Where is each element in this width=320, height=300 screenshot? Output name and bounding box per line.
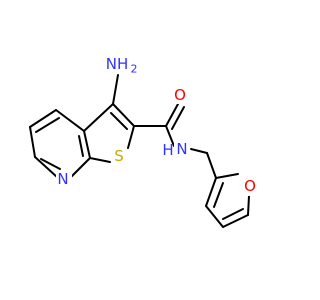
bond	[70, 157, 91, 178]
bond	[78, 135, 84, 157]
bond	[247, 195, 250, 216]
bond	[89, 157, 111, 163]
bond	[112, 74, 119, 105]
bond	[222, 214, 249, 228]
carbonyl-oxygen-label: O	[174, 86, 186, 104]
bond	[83, 130, 91, 159]
bond	[110, 112, 128, 130]
bond	[171, 106, 185, 130]
bond	[83, 103, 114, 132]
sulfur-label: S	[114, 147, 124, 165]
amide-hydrogen-label: H	[162, 141, 173, 159]
amine-nh-label: NH	[106, 55, 129, 73]
bond-layer	[29, 74, 250, 228]
bond	[29, 126, 36, 158]
furan-oxygen-label: O	[244, 177, 256, 195]
amine-h-subscript: 2	[131, 63, 138, 76]
bond	[40, 158, 61, 170]
bond	[55, 109, 85, 132]
bond	[29, 109, 57, 128]
amide-nitrogen-label: N	[176, 140, 187, 158]
bond	[205, 205, 224, 228]
bond	[35, 117, 60, 133]
bond	[112, 103, 135, 127]
bond	[165, 125, 175, 147]
bond	[165, 103, 179, 127]
bond	[205, 177, 217, 207]
bond	[215, 173, 239, 179]
bond	[190, 148, 208, 154]
bond	[206, 152, 217, 179]
pyridine-nitrogen-label: N	[57, 170, 68, 188]
bond	[222, 208, 244, 220]
atom-label-layer: NH 2 O N H S N O	[56, 55, 258, 196]
bond	[127, 125, 135, 149]
bond	[213, 182, 224, 208]
molecule-canvas: NH 2 O N H S N O	[29, 55, 258, 228]
bond	[34, 156, 58, 178]
molecule-structure: NH 2 O N H S N O	[29, 55, 258, 228]
